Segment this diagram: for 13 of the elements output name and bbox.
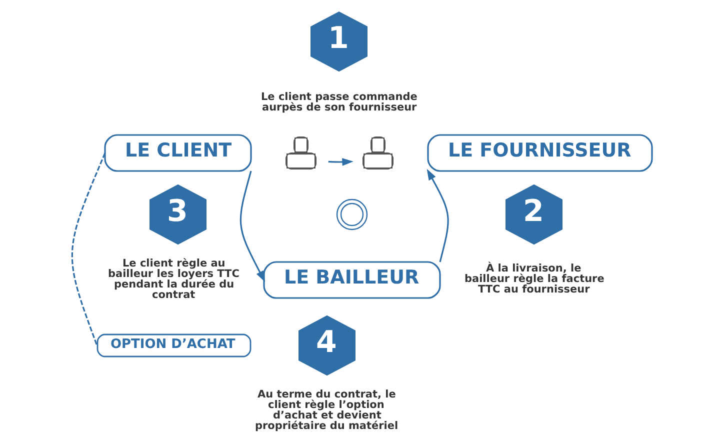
node-picture <box>336 198 368 230</box>
node-label: Le client passe commande aurpès de son fournisseur <box>261 90 418 114</box>
node-box: LE BAILLEUR <box>263 261 441 299</box>
node-box: LE CLIENT <box>104 134 252 172</box>
node-label: Au terme du contrat, le client règle l’option d’achat et devient propriétaire du matériel <box>255 388 398 432</box>
node-label: À la livraison, le bailleur règle la facture TTC au fournisseur <box>464 262 604 296</box>
arrow <box>240 170 266 282</box>
node-box: LE FOURNISSEUR <box>427 134 653 172</box>
arrow <box>328 158 354 166</box>
node-box: OPTION D’ACHAT <box>96 334 252 358</box>
node-label: Le client règle au bailleur les loyers TTC pendant la durée du contrat <box>108 257 240 301</box>
arrow <box>426 168 449 262</box>
connector <box>71 152 106 346</box>
